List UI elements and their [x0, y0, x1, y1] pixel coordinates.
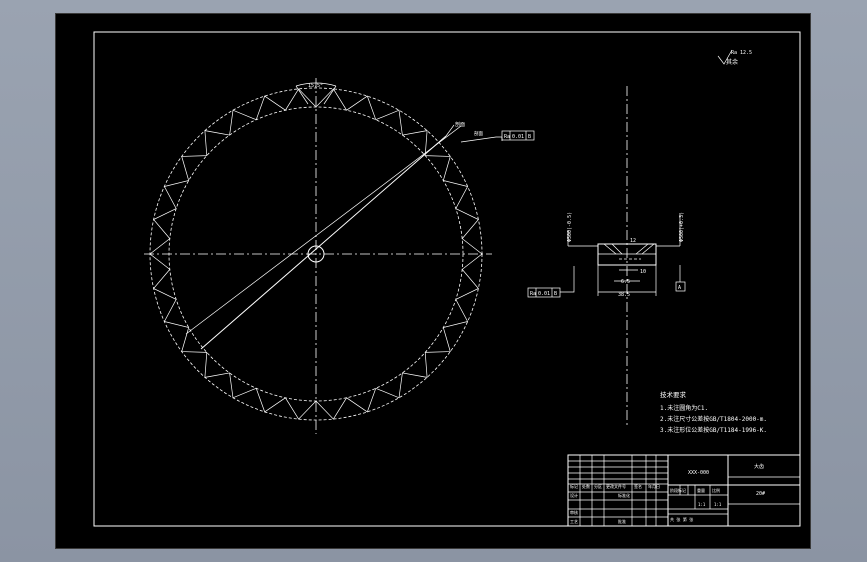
datum-label: A [678, 285, 681, 291]
tb-label: 年月日 [648, 483, 660, 489]
drawing-number: XXX-000 [688, 470, 709, 476]
angle-label: 15.5° [308, 83, 323, 89]
roughness-prefix: 其余 [726, 58, 738, 66]
sheet-count: 共 张 第 张 [670, 516, 693, 522]
roughness-value: Ra 12.5 [731, 50, 752, 56]
frame-cell: Ra [504, 134, 510, 140]
section-dim: 10 [640, 269, 646, 275]
material: 20# [756, 491, 765, 497]
frame-cell: 0.01 [512, 134, 524, 140]
tb-label: 工艺 [570, 519, 578, 524]
section-right-dim: Φ500(+0.3) [679, 212, 685, 242]
section-dim: 6.5 [621, 279, 630, 285]
section-dim: 38.5 [618, 292, 630, 298]
note-item: 1.未注圆角为C1. [660, 404, 708, 412]
section-line-2 [185, 125, 462, 335]
section-line-1 [200, 135, 447, 350]
roughness-symbol: 其余 Ra 12.5 [717, 49, 752, 66]
gear-front-view: 剖面 剖面 Ra 0.01 B 15.5° [144, 78, 535, 434]
tb-label: 重量 [697, 487, 705, 493]
cad-drawing: 剖面 剖面 Ra 0.01 B 15.5° 其余 Ra 12.5 [93, 31, 801, 527]
notes-heading: 技术要求 [660, 390, 687, 399]
tb-label: 比例 [712, 487, 720, 493]
leader-label-2: 剖面 [474, 130, 483, 137]
leader-stub [445, 124, 455, 137]
tb-label: 处数 [582, 483, 590, 489]
section-dim: 12 [630, 238, 636, 244]
section-rim [597, 243, 657, 266]
angle-dimension-arc [295, 82, 337, 87]
leader-line [460, 136, 502, 143]
tb-label: 设计 [570, 492, 578, 498]
part-name: 大齿 [754, 463, 764, 470]
tb-label: 阶段标记 [670, 487, 686, 493]
leader-label: 剖面 [455, 121, 465, 128]
tb-label: 标记 [570, 483, 578, 489]
datum-box [675, 281, 686, 292]
title-block-grid [568, 455, 800, 526]
note-item: 2.未注尺寸公差按GB/T1804-2000-m. [660, 415, 767, 423]
technical-notes: 技术要求 1.未注圆角为C1. 2.未注尺寸公差按GB/T1804-2000-m… [660, 390, 767, 434]
tb-label: 更改文件号 [606, 483, 626, 489]
tb-label: 审核 [570, 509, 578, 515]
tb-label: 标准化 [618, 492, 630, 498]
frame-cell: B [554, 291, 557, 297]
section-tolerance-frame [527, 287, 561, 298]
frame-cell: 0.01 [538, 291, 550, 297]
roughness-check-icon [717, 49, 733, 65]
drawing-border [93, 31, 801, 527]
section-view: Φ500(-0.5) Φ500(+0.3) 12 10 6.5 38.5 Ra … [527, 86, 686, 426]
section-left-dim: Φ500(-0.5) [567, 212, 573, 242]
scale-value: 1:1 [698, 502, 706, 507]
drawing-sheet: 剖面 剖面 Ra 0.01 B 15.5° 其余 Ra 12.5 [55, 13, 811, 549]
title-block: XXX-000 大齿 20# 标记 处数 分区 更改文件号 签名 年月日 设计 … [567, 454, 801, 527]
tb-label: 分区 [594, 483, 602, 489]
tb-label: 批准 [618, 518, 626, 524]
note-item: 3.未注形位公差按GB/T1184-1996-K. [660, 426, 767, 434]
ratio-value: 1:1 [714, 502, 722, 507]
frame-cell: B [528, 134, 531, 140]
gear-tolerance-frame [501, 130, 535, 141]
tb-label: 签名 [634, 483, 642, 489]
frame-cell: Ra [530, 291, 536, 297]
